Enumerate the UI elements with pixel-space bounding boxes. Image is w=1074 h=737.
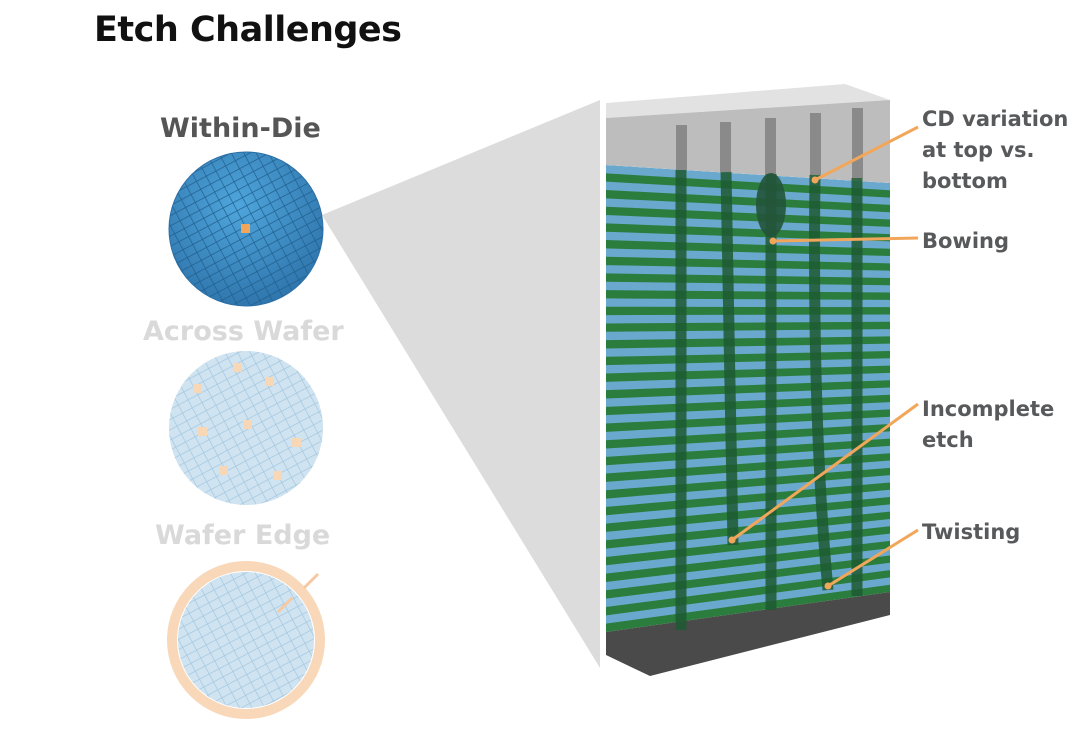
within-die-wafer xyxy=(168,151,324,307)
wafer-edge-wafer xyxy=(167,561,325,719)
zoom-wedge xyxy=(322,100,600,668)
stack-layer xyxy=(606,298,890,308)
cd-variation-annotation: CD variation at top vs. bottom xyxy=(922,107,1069,193)
incomplete-etch-annotation: Incomplete etch xyxy=(922,397,1055,452)
callout-lines xyxy=(731,125,919,588)
across-wafer-label: Across Wafer xyxy=(143,316,344,347)
page-title: Etch Challenges xyxy=(94,10,402,50)
die-marker xyxy=(241,224,250,233)
within-die-label: Within-Die xyxy=(160,113,321,144)
stack-layer xyxy=(606,306,890,316)
bowing-annotation: Bowing xyxy=(922,229,1010,253)
etch-stack-block xyxy=(606,84,890,676)
across-wafer-wafer xyxy=(169,351,323,505)
twisting-annotation: Twisting xyxy=(922,520,1021,544)
wafer-edge-label: Wafer Edge xyxy=(155,520,331,551)
